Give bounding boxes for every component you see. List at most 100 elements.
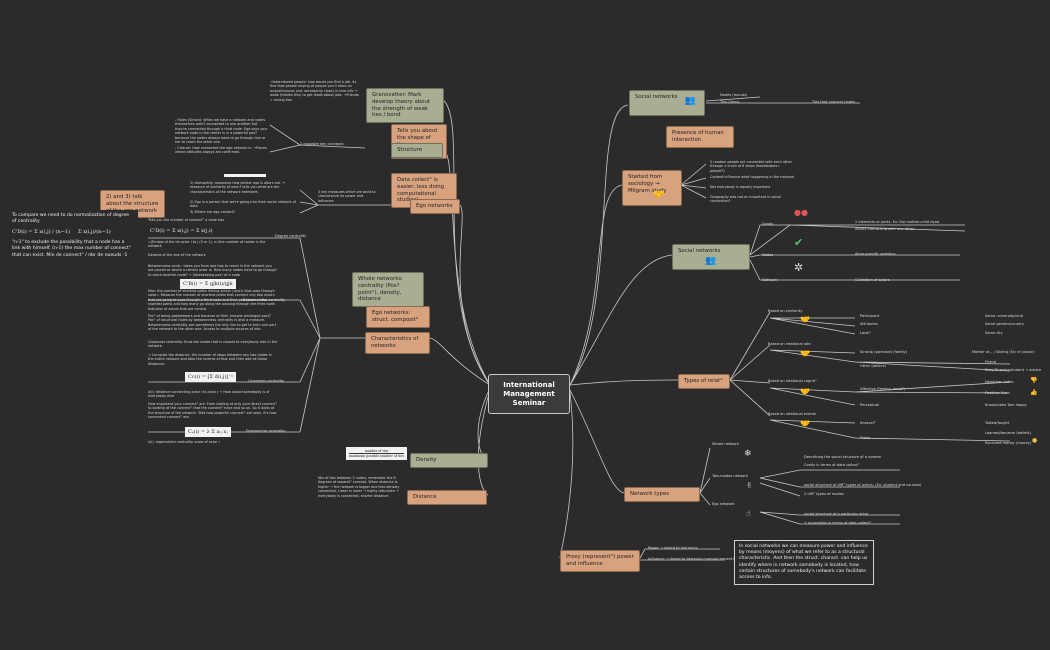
density-label: Density [416, 457, 437, 463]
coin-icon: ● [1032, 437, 1038, 444]
link-social-top [569, 104, 629, 386]
closeness-n2: → Compute the distance, the number of st… [148, 353, 272, 366]
network-types-node[interactable]: Network types [624, 487, 700, 502]
rel-r1v: Mother of... / Sibling (Ex: el cousin) [972, 350, 1035, 354]
closeness-label: Closeness centrality [248, 379, 285, 383]
nt-ego: Ego network [712, 502, 735, 506]
rel-e1v: Talked/fought [985, 421, 1010, 425]
ego-struct-node[interactable]: Ego networks: struct. composit° [366, 306, 430, 328]
rel-c2: Perceptual [860, 403, 880, 407]
proxy-p2: Influence → linked to behavior (compor t… [648, 557, 734, 561]
network-people-icon: 👥 [705, 256, 717, 266]
proxy-explanation-box: In social networks we can measure power … [734, 540, 874, 586]
rel-r1: Kinship (parental) (family) [860, 350, 908, 354]
distance-node[interactable]: Distance [407, 490, 487, 505]
rel-r2a: Friend [985, 360, 997, 364]
granovetter-node[interactable]: Granovetter: Mark develop theory about t… [366, 88, 444, 123]
betweenness-n1: Betweenness centr.: takes you from one h… [148, 264, 277, 277]
degree-n2: =(Endow of the tie actor i to j (0 or 1)… [148, 240, 266, 249]
snowflake-icon: ❄ [744, 449, 752, 459]
eigenvector-n2: x(i): eigenvector centrality score of ac… [148, 440, 220, 444]
structure-closure-note: - Closure: How connected the ego network… [175, 146, 267, 155]
density-node[interactable]: Density [410, 453, 488, 468]
rel-e1: Interact° [860, 421, 876, 425]
link-network-types [569, 389, 625, 494]
types-of-relat-node[interactable]: Types of relat° [678, 374, 730, 389]
nt-t1: social structure of diff° types of actor… [804, 483, 922, 487]
granovetter-note: →Interviewed people: how would you find … [270, 80, 359, 102]
rel-c1a: Negative: hates [985, 380, 1014, 384]
hand-one-icon: ☝ [746, 509, 751, 518]
nt-two-mode: Two-modes network [712, 474, 748, 478]
structure-title: 2 opposite key concepts [300, 142, 344, 146]
network-types-label: Network types [630, 491, 670, 497]
proxy-label: Proxy (represent°) power and influence [566, 554, 634, 567]
eigenvector-label: Eigenvector centrality [246, 429, 286, 433]
rel-c1b: Positive: like [985, 391, 1008, 395]
dyads-d2: Actors interacting with one other [855, 227, 915, 231]
link-characteristics [429, 337, 491, 386]
homophily-formula-box [224, 174, 266, 177]
rel-similarity: Based on similarity [768, 309, 803, 313]
degree-centrality-label: Degree centrality [275, 234, 307, 238]
milgram-label: Started from sociology → Milgram study [628, 174, 667, 194]
handshake-similarity-icon: 🤝 [800, 315, 810, 324]
thumbs-up-icon: 👍 [1030, 389, 1038, 396]
rel-s1: Participant [860, 314, 880, 318]
normalization-box: To compare we need to do normalization o… [8, 210, 138, 268]
root-node[interactable]: International Management Seminar [488, 374, 570, 415]
milgram-node[interactable]: Started from sociology → Milgram study 🤝 [622, 170, 682, 206]
network-label: Network [762, 278, 778, 282]
types-of-relat-label: Types of relat° [684, 378, 723, 384]
handshake-icon: 🤝 [653, 190, 665, 200]
degree-formula: C'D(i) = Σ x(i,j) = Σ x(j,i) [150, 228, 213, 234]
rel-cognit: Based on relational cognit° [768, 379, 817, 383]
closeness-formula: Cc(i) = [Σ d(i,j)]⁻¹ [185, 372, 237, 382]
thumbs-down-icon: 👎 [1030, 377, 1038, 384]
betweenness-n3: Pos° of being gatekeepers and because of… [148, 314, 277, 332]
proxy-p1: Power → linked to hierarchy [648, 546, 698, 550]
nodes-2-desc: Actor-specific question [855, 252, 896, 256]
normalization-formula: C'D(i) = Σ x(i,j) / (n−1) Σ x(i,j)/(n−1) [12, 229, 111, 236]
dyads-label: Dyads [762, 222, 774, 226]
link-types [569, 379, 679, 386]
link-proxy [559, 391, 574, 559]
betweenness-label: Betweenness centrality [243, 298, 286, 302]
ego-networks-node[interactable]: Ego networks [410, 199, 460, 214]
ego-networks-label: Ego networks [416, 203, 453, 209]
ties-label: Ties (liens) [720, 100, 740, 104]
whole-networks-node[interactable]: Whole networks: centrality (Pos? point°)… [352, 272, 424, 307]
rel-s2v: Same gender/country [985, 322, 1025, 326]
density-t1: number of ties [364, 449, 389, 453]
link-structure [442, 147, 491, 386]
human-interaction-node[interactable]: Presence of human interaction [666, 126, 734, 148]
hand-two-icon: ✌ [746, 481, 753, 490]
dyad-icon: ●● [794, 208, 808, 217]
closeness-n1: Closeness centrality: finds the nodes th… [148, 340, 278, 349]
proxy-node[interactable]: Proxy (represent°) power and influence [560, 550, 640, 572]
social-networks-2-node[interactable]: Social networks 👥 [672, 244, 750, 270]
nt-g2: + accessible in terms of data collect° [804, 521, 872, 525]
characteristics-node[interactable]: Characteristics of networks [365, 332, 430, 354]
nodes-2-label: Nodes [762, 253, 774, 257]
betweenness-formula: C'B(i) = Σ gjk(i)/gjk [180, 279, 236, 289]
degree-n3: Depend of the size of the network [148, 253, 206, 257]
rel-e2v: Learned/became (beliefs) [985, 431, 1031, 435]
structure-node[interactable]: Structure [391, 143, 443, 158]
milgram-i1: 5 random people are connected with each … [710, 160, 792, 173]
whole-networks-label: Whole networks: centrality (Pos? point°)… [358, 276, 404, 303]
structure-holes-note: - Holes (Simon): When we have a network … [175, 118, 268, 145]
betweenness-n2: Max: the number of shortest paths linkin… [148, 289, 276, 311]
eigenvector-n1: How important your connect° are. From lo… [148, 402, 278, 420]
rel-s3v: Same city [985, 331, 1003, 335]
structure-label: Structure [397, 147, 423, 153]
ego-struct-label: Ego networks: struct. composit° [372, 310, 419, 323]
handshake-cognit-icon: 🤝 [800, 387, 810, 396]
network-star-icon: ✲ [794, 261, 804, 274]
link-granovetter [442, 99, 491, 386]
social-networks-top-node[interactable]: Social networks 👥 [629, 90, 705, 116]
handshake-role-icon: 🤝 [800, 349, 810, 358]
nodes-label: Nodes (mouds) [720, 93, 748, 97]
rel-e2: Flows [860, 436, 871, 440]
